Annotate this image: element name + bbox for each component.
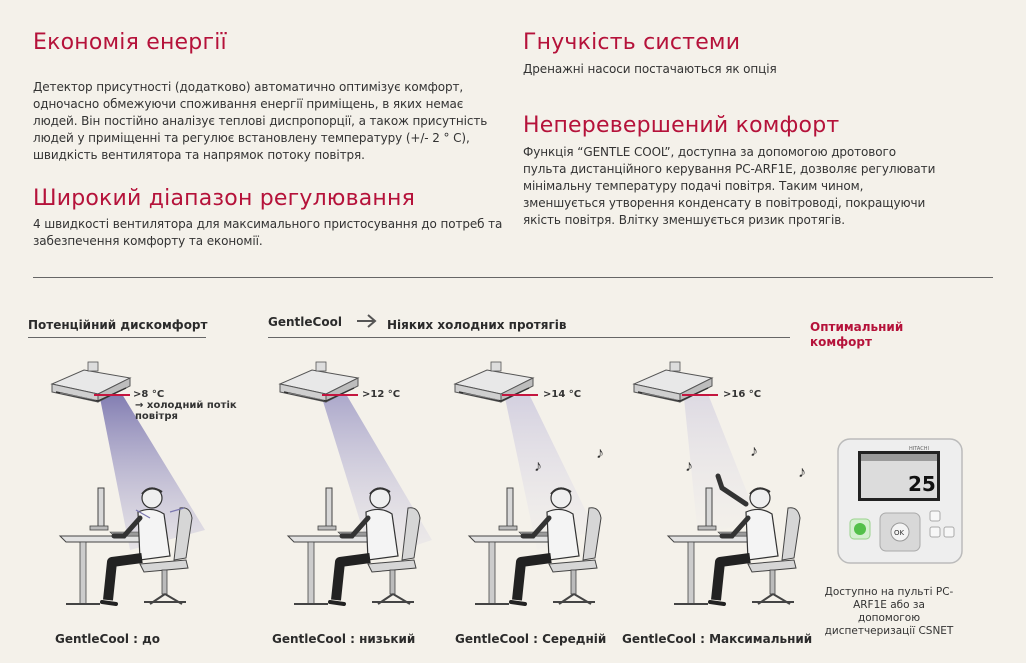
scene-maximum [633, 361, 818, 620]
cassette-unit-icon-low [322, 394, 358, 396]
remote-controller-icon: HITACHI 25 OK [837, 438, 963, 564]
caption-before: GentleCool : до [55, 632, 161, 646]
remote-brand: HITACHI [909, 446, 929, 452]
music-note-icon: ♪ [534, 458, 542, 475]
music-note-icon: ♪ [685, 458, 693, 475]
music-note-icon: ♪ [798, 464, 806, 481]
energy-title: Економія енергії [33, 30, 227, 55]
energy-text: Детектор присутності (додатково) автомат… [33, 80, 488, 162]
cold-flow-text: холодний потік повітря [135, 400, 237, 422]
remote-display-value: 25 [908, 472, 936, 496]
caption-low: GentleCool : низький [272, 632, 416, 646]
range-text: 4 швидкості вентилятора для максимальног… [33, 217, 503, 248]
cassette-unit-icon-max [682, 394, 718, 396]
scene-low [279, 361, 432, 620]
range-title: Широкий діапазон регулювання [33, 186, 416, 211]
temp-label-medium: >14 °C [543, 389, 582, 400]
cold-flow-label: → холодний потік повітря [135, 400, 245, 422]
comfort-title: Неперевершений комфорт [523, 113, 840, 138]
scene-medium [454, 361, 645, 620]
temp-label-low: >12 °C [362, 389, 401, 400]
scene-before [51, 361, 205, 620]
cassette-unit-icon-medium [502, 394, 538, 396]
optimal-comfort-label: Оптимальний комфорт [810, 320, 904, 349]
remote-caption: Доступно на пульті PC-ARF1E або за допом… [824, 586, 954, 637]
no-drafts-label: Ніяких холодних протягів [387, 318, 567, 332]
gentlecool-label: GentleCool [268, 315, 342, 329]
flex-title: Гнучкість системи [523, 30, 741, 55]
gentlecool-underline [268, 337, 790, 338]
temp-label-max: >16 °C [723, 389, 762, 400]
flex-text: Дренажні насоси постачаються як опція [523, 62, 777, 76]
discomfort-label: Потенційний дискомфорт [28, 318, 208, 332]
temp-label-before: >8 °C [133, 389, 165, 400]
music-note-icon: ♪ [596, 445, 604, 462]
section-divider [33, 277, 993, 278]
music-note-icon: ♪ [750, 443, 758, 460]
caption-medium: GentleCool : Середній [455, 632, 607, 646]
arrow-small-icon: → [135, 400, 147, 411]
remote-ok: OK [894, 529, 905, 537]
discomfort-underline [28, 337, 206, 338]
cassette-unit-icon [94, 394, 130, 396]
caption-maximum: GentleCool : Максимальний [622, 632, 813, 646]
arrow-right-icon [357, 314, 377, 328]
comfort-text: Функція “GENTLE COOL”, доступна за допом… [523, 145, 936, 227]
